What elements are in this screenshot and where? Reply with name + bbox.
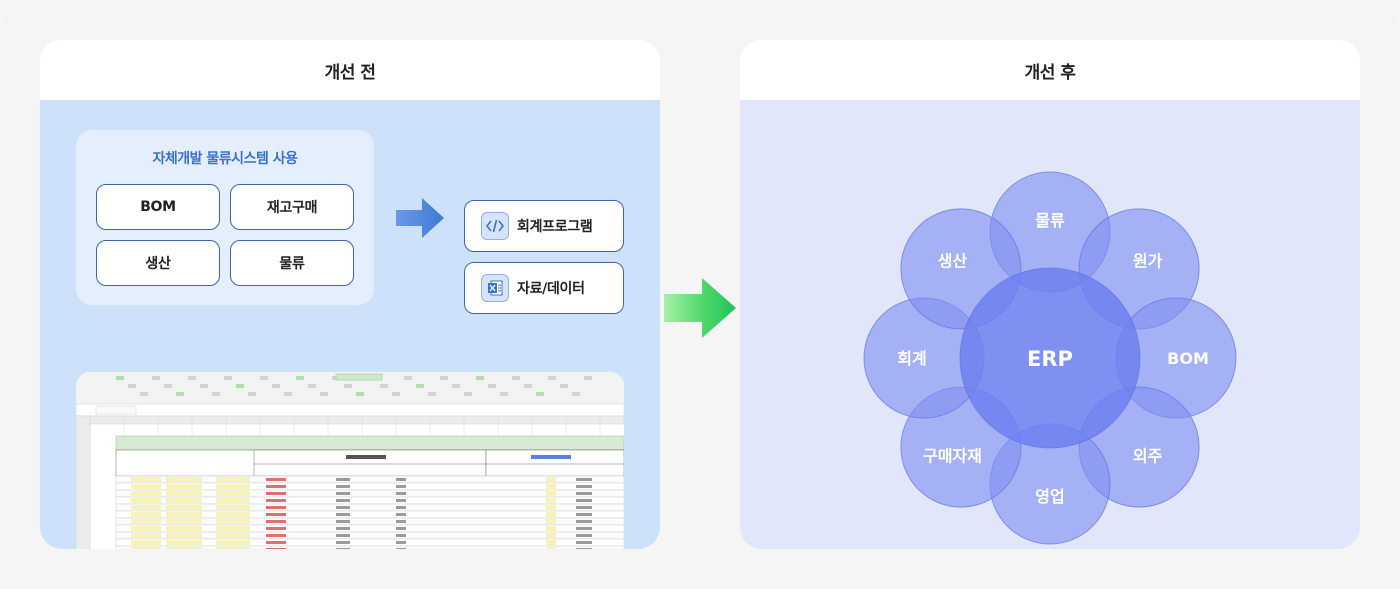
data-file-label: 자료/데이터 <box>517 281 585 297</box>
system-box: 자체개발 물류시스템 사용 BOM 재고구매 생산 물류 <box>76 130 374 305</box>
blue-arrow-icon <box>396 198 444 238</box>
spreadsheet-screenshot <box>76 372 624 549</box>
before-body: 자체개발 물류시스템 사용 BOM 재고구매 생산 물류 <box>40 100 660 549</box>
sheet-row-headers <box>76 415 91 549</box>
erp-center-label: ERP <box>1027 347 1073 371</box>
sheet-column-headers <box>76 415 624 425</box>
module-inventory-purchase: 재고구매 <box>230 184 354 230</box>
module-production: 생산 <box>96 240 220 286</box>
petal-accounting-label: 회계 <box>897 349 926 368</box>
petal-cost-label: 원가 <box>1133 251 1163 270</box>
excel-icon <box>481 274 509 302</box>
before-panel: 개선 전 자체개발 물류시스템 사용 BOM 재고구매 생산 물류 <box>40 40 660 549</box>
petal-purchasing-label: 구매자재 <box>923 447 982 466</box>
petal-sales-label: 영업 <box>1035 487 1064 506</box>
after-title: 개선 후 <box>740 40 1360 100</box>
data-file-box: 자료/데이터 <box>464 262 624 314</box>
code-icon <box>481 212 509 240</box>
petal-logistics-label: 물류 <box>1035 211 1065 230</box>
sheet-header-band <box>115 435 624 451</box>
before-title: 개선 전 <box>40 40 660 100</box>
petal-bom-label: BOM <box>1167 349 1209 368</box>
accounting-program-label: 회계프로그램 <box>517 219 593 235</box>
module-logistics: 물류 <box>230 240 354 286</box>
petal-production-label: 생산 <box>938 251 968 270</box>
system-title: 자체개발 물류시스템 사용 <box>152 151 298 167</box>
erp-center-circle <box>959 267 1141 449</box>
accounting-program-box: 회계프로그램 <box>464 200 624 252</box>
spreadsheet-illustration <box>76 372 624 549</box>
petal-outsourcing-label: 외주 <box>1133 447 1163 466</box>
module-bom: BOM <box>96 184 220 230</box>
green-arrow-icon <box>664 278 736 338</box>
sheet-formula-bar <box>76 403 624 417</box>
